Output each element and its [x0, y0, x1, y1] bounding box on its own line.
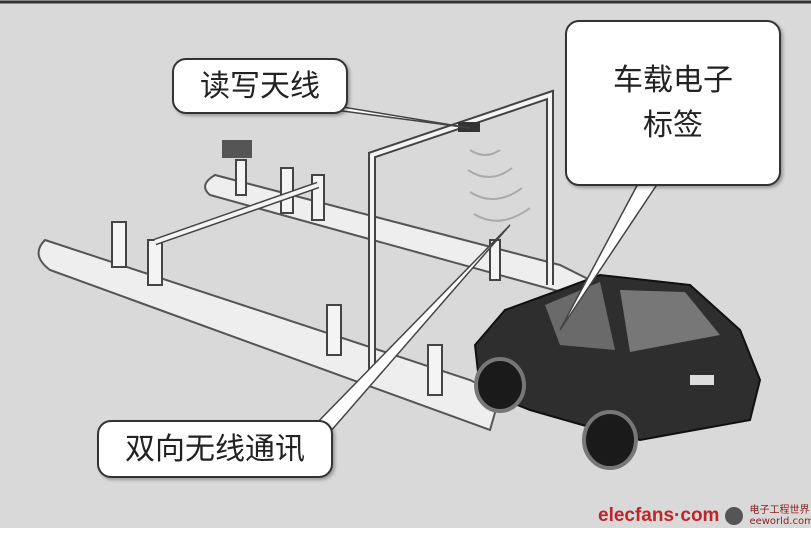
bollards [111, 159, 501, 396]
display-sign [222, 140, 252, 158]
tag-label-line1: 车载电子 [613, 63, 733, 98]
antenna-unit [458, 122, 480, 132]
comm-label: 双向无线通讯 [97, 420, 333, 478]
antenna-label-text: 读写天线 [200, 68, 320, 104]
watermark-logo-icon [725, 507, 744, 525]
signal-waves [467, 149, 531, 222]
car [473, 273, 762, 470]
tag-label: 车载电子 标签 [565, 20, 781, 186]
antenna-label: 读写天线 [172, 58, 348, 114]
comm-label-text: 双向无线通讯 [125, 431, 305, 467]
tag-label-line2: 标签 [643, 108, 703, 143]
watermark-brand: elecfans·com [598, 505, 720, 526]
